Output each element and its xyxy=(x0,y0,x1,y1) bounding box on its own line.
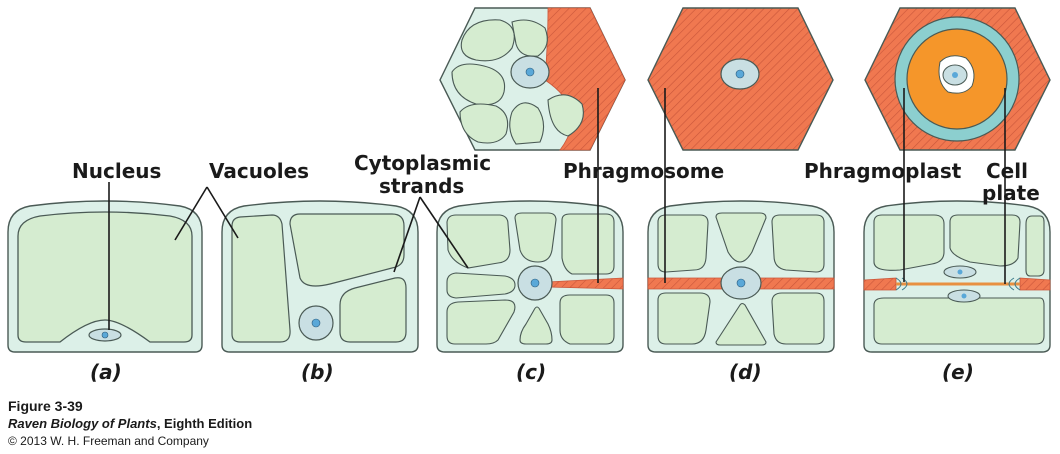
vacuole-b3 xyxy=(339,277,407,343)
panel-label-a: (a) xyxy=(90,360,122,384)
panel-label-d: (d) xyxy=(729,360,762,384)
face-view-c xyxy=(439,7,626,151)
label-phragmosome: Phragmosome xyxy=(563,159,725,183)
vacuole-b2 xyxy=(289,213,405,287)
label-strands: strands xyxy=(379,174,465,198)
caption-edition: , Eighth Edition xyxy=(156,416,253,431)
label-plate: plate xyxy=(982,181,1040,205)
caption-copyright: © 2013 W. H. Freeman and Company xyxy=(8,434,209,448)
vacuole-b1 xyxy=(231,214,291,343)
cell-c xyxy=(436,200,624,353)
panel-label-e: (e) xyxy=(942,360,974,384)
panel-label-b: (b) xyxy=(301,360,334,384)
leader-lines xyxy=(108,88,1006,330)
cell-b xyxy=(221,200,419,353)
face-view-e xyxy=(864,7,1051,151)
label-vacuoles: Vacuoles xyxy=(209,159,310,183)
label-phragmoplast: Phragmoplast xyxy=(804,159,962,183)
label-cytoplasmic: Cytoplasmic xyxy=(354,151,492,175)
caption-figure: Figure 3-39 xyxy=(8,398,83,414)
label-nucleus: Nucleus xyxy=(72,159,162,183)
cell-d xyxy=(647,200,835,353)
face-view-d xyxy=(647,7,834,151)
vacuole-a xyxy=(17,211,193,343)
caption-book-title: Raven Biology of Plants xyxy=(8,416,157,431)
cell-a xyxy=(7,200,203,353)
caption-book: Raven Biology of Plants, Eighth Edition xyxy=(8,416,252,431)
label-cell: Cell xyxy=(986,159,1028,183)
panel-label-c: (c) xyxy=(516,360,547,384)
cell-e xyxy=(863,200,1051,353)
